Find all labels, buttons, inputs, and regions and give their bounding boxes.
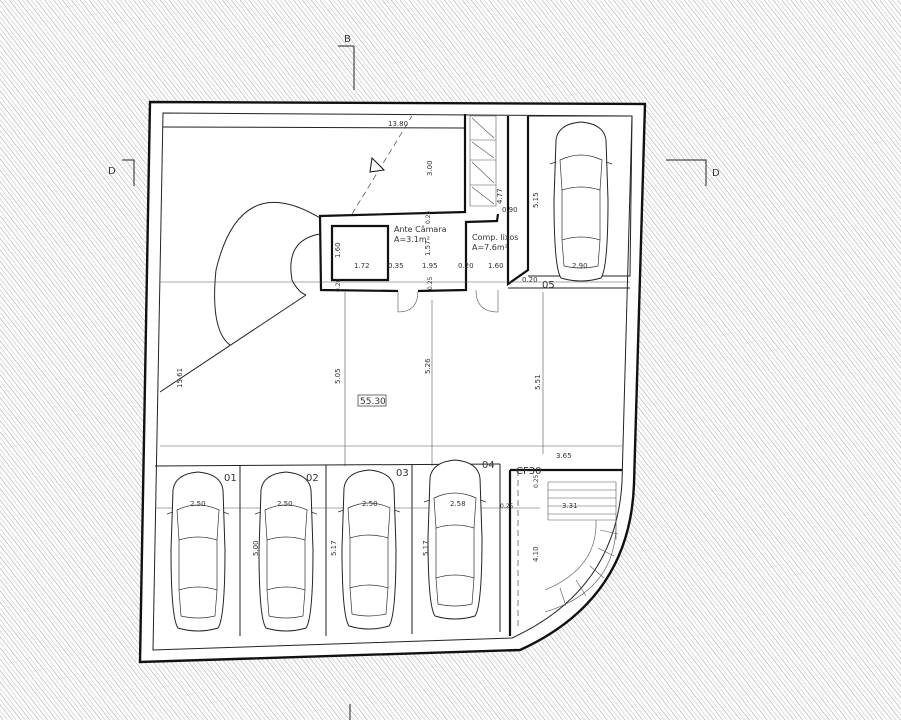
stair-enclosure <box>508 468 622 636</box>
dim-stair-landing: 3.31 <box>562 502 578 510</box>
parking-length-01: 5.00 <box>252 540 260 556</box>
stair-radials <box>559 529 619 607</box>
door-swing-lixos <box>475 289 499 313</box>
ramp-direction-line <box>351 115 413 215</box>
dim-lixos-w2: 1.60 <box>488 262 504 270</box>
fire-door-label: CF30 <box>516 466 541 477</box>
parking-length-02: 5.17 <box>330 540 338 556</box>
dim-ante-w: 1.72 <box>354 262 370 270</box>
dim-477: 4.77 <box>496 188 504 204</box>
stair-steps <box>547 481 617 540</box>
dim-wall-020a: 0.20 <box>458 262 474 270</box>
building-inner-wall <box>152 112 633 651</box>
parking-width-05: 2.90 <box>572 262 588 270</box>
comp-lixos-area: A=7.6m² <box>472 243 508 252</box>
parking-width-04: 2.58 <box>450 500 466 508</box>
dim-mid-1: 5.05 <box>334 368 342 384</box>
car-icon-05 <box>549 121 613 282</box>
parking-id-02: 02 <box>306 473 319 484</box>
parking-id-03: 03 <box>396 468 409 479</box>
dim-stair-width: 3.65 <box>556 452 572 460</box>
comp-lixos-name: Comp. lixos <box>472 233 518 242</box>
parking-width-01: 2.50 <box>190 500 206 508</box>
parking-width-03: 2.50 <box>362 500 378 508</box>
car-icon-02 <box>254 471 318 632</box>
ramp-diagonal <box>159 294 307 393</box>
dim-left-side: 15.61 <box>176 368 184 388</box>
dim-wall-035: 0.35 <box>388 262 404 270</box>
ante-camara-walls <box>330 224 390 282</box>
parking-id-04: 04 <box>482 460 495 471</box>
dim-ramp-height: 3.00 <box>426 160 434 176</box>
dim-mid-2: 5.26 <box>424 358 432 374</box>
main-area-box <box>357 394 387 407</box>
dim-right-mid: 5.51 <box>534 374 542 390</box>
ramp-inner-curve <box>290 233 321 296</box>
dim-wall-157: 1.57 <box>424 240 432 256</box>
dim-025-d: 0.25 <box>533 474 540 488</box>
parking-id-05: 05 <box>542 280 555 291</box>
dim-lixos-w: 1.95 <box>422 262 438 270</box>
dim-025-a: 0.25 <box>425 210 432 224</box>
section-label-right: D <box>712 168 720 179</box>
section-label-top: B <box>344 34 351 45</box>
section-marker-right <box>666 159 707 186</box>
storage-shelves <box>469 115 497 207</box>
parking-width-02: 2.50 <box>277 500 293 508</box>
dim-stair-depth: 4.10 <box>532 546 540 562</box>
parking-length-05: 5.15 <box>532 192 540 208</box>
dim-wall-020b: 0.20 <box>522 276 538 284</box>
section-marker-top <box>338 45 355 90</box>
parking-dividers <box>239 464 501 636</box>
dim-top-span: 13.80 <box>388 120 408 128</box>
parking-id-01: 01 <box>224 473 237 484</box>
stair-curve <box>544 519 617 613</box>
comp-lixos-walls <box>506 116 530 287</box>
parking-length-03: 5.17 <box>422 540 430 556</box>
car-icon-03 <box>337 469 401 630</box>
dim-wall-090: 0.90 <box>502 206 518 214</box>
ramp-curve <box>214 202 321 346</box>
ante-camara-name: Ante Câmara <box>394 225 447 234</box>
dim-020-c: 0.20 <box>335 278 342 292</box>
dim-025-c: 0.25 <box>500 503 514 510</box>
ante-camara-area: A=3.1m² <box>394 235 430 244</box>
ramp-arrow-icon <box>369 156 386 173</box>
top-wall-line <box>162 126 466 129</box>
dim-ante-h: 1.60 <box>334 242 342 258</box>
car-icon-01 <box>166 471 230 632</box>
dim-025-b: 0.25 <box>427 276 434 290</box>
main-area-label: 55.30 <box>360 397 386 407</box>
storage-hatching <box>471 117 495 205</box>
door-swing-ante <box>397 290 419 313</box>
section-label-left: D <box>108 166 116 177</box>
section-marker-left <box>122 159 135 186</box>
car-icon-04 <box>423 459 487 620</box>
service-core-wall <box>318 114 500 293</box>
